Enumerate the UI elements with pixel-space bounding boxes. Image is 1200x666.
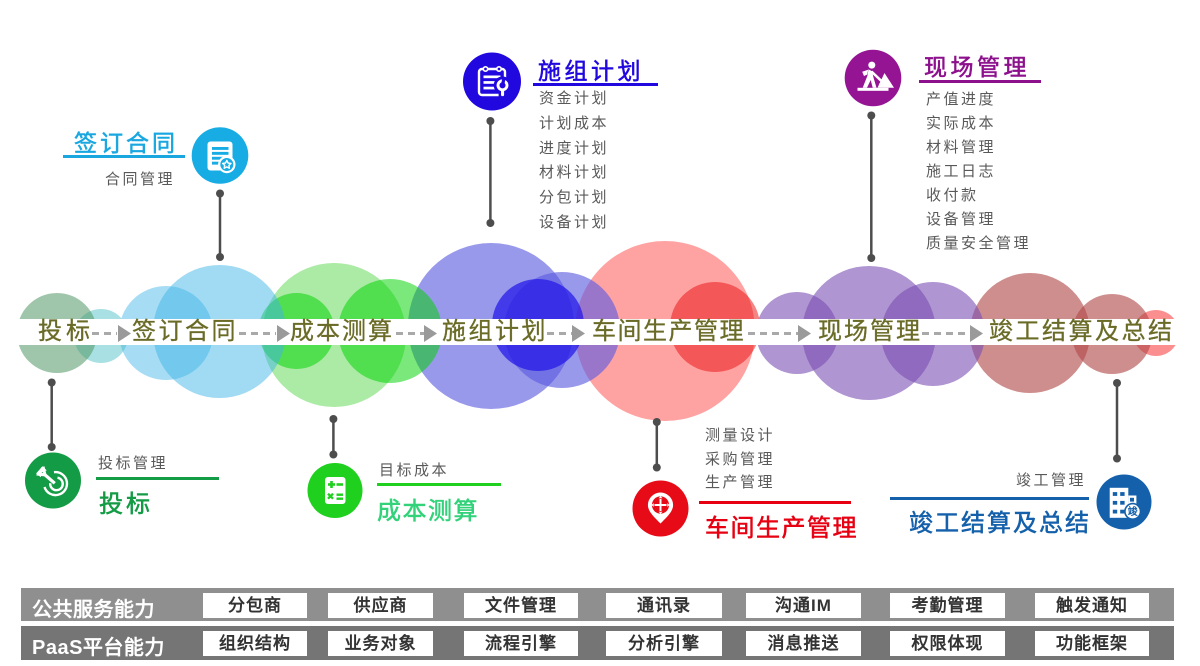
svg-text:竣: 竣	[1128, 505, 1139, 518]
